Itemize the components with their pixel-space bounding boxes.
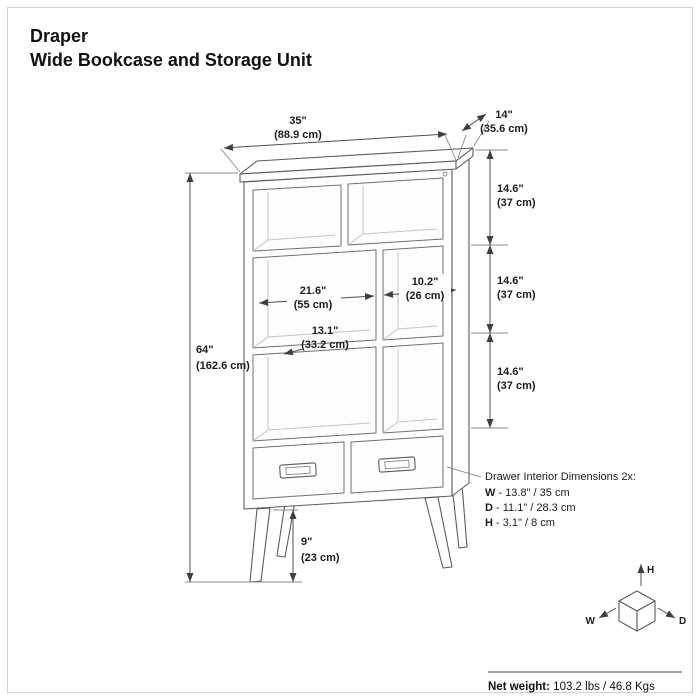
dim-shelf-width-cm: (33.2 cm) xyxy=(301,339,349,351)
dim-leg-height: 9" (23 cm) xyxy=(273,509,340,582)
product-title-line2: Wide Bookcase and Storage Unit xyxy=(30,50,312,70)
dim-section-middle-cm: (37 cm) xyxy=(497,289,536,301)
dim-opening-width-cm: (55 cm) xyxy=(294,299,333,311)
net-weight-footer: Net weight: 103.2 lbs / 46.8 Kgs xyxy=(488,671,682,693)
drawer-dimensions-note: Drawer Interior Dimensions 2x: W - 13.8"… xyxy=(446,466,636,529)
product-title-line1: Draper xyxy=(30,26,89,46)
opening-top-left xyxy=(252,184,342,252)
dim-section-bottom-cm: (37 cm) xyxy=(497,380,536,392)
axis-label-depth: D xyxy=(679,616,686,627)
drawer-note-width: W - 13.8" / 35 cm xyxy=(485,487,570,499)
bookcase-leg-front-right xyxy=(424,496,453,569)
opening-bottom-left xyxy=(252,346,377,442)
dim-top-width-in: 35" xyxy=(289,115,306,127)
dim-cubby-width: 10.2" (26 cm) xyxy=(383,274,457,302)
dim-top-depth-in: 14" xyxy=(495,109,512,121)
drawer-note-heading: Drawer Interior Dimensions 2x: xyxy=(485,471,636,483)
axis-label-height: H xyxy=(647,565,654,576)
drawer-pull-right xyxy=(378,456,416,473)
dim-section-bottom-in: 14.6" xyxy=(497,366,524,378)
dim-top-width: 35" (88.9 cm) xyxy=(220,115,457,173)
dim-opening-width-in: 21.6" xyxy=(300,285,327,297)
dim-top-depth: 14" (35.6 cm) xyxy=(457,109,528,159)
dim-top-width-cm: (88.9 cm) xyxy=(274,129,322,141)
orientation-cube-icon: H W D xyxy=(586,564,686,632)
dim-leg-height-in: 9" xyxy=(301,536,312,548)
bookcase-top-side-edge xyxy=(455,147,474,170)
drawer-pull-left xyxy=(279,462,317,479)
bookcase-leg-front-left xyxy=(249,507,271,583)
dim-shelf-width-in: 13.1" xyxy=(312,325,339,337)
dim-cubby-width-cm: (26 cm) xyxy=(406,290,445,302)
drawer-note-height: H - 3.1" / 8 cm xyxy=(485,517,555,529)
opening-top-right xyxy=(347,177,444,246)
dim-total-height: 64" (162.6 cm) xyxy=(185,172,302,583)
dim-opening-width: 21.6" (55 cm) xyxy=(258,282,375,311)
bookcase-side-panel xyxy=(451,155,470,497)
net-weight-text: Net weight: 103.2 lbs / 46.8 Kgs xyxy=(488,681,655,693)
axis-label-width: W xyxy=(586,616,596,627)
drawer-note-depth: D - 11.1" / 28.3 cm xyxy=(485,502,576,514)
bookcase-drawing xyxy=(239,147,474,583)
dim-right-sections: 14.6" (37 cm) 14.6" (37 cm) 14.6" (37 cm… xyxy=(471,149,536,429)
dim-shelf-width: 13.1" (33.2 cm) xyxy=(283,325,349,356)
dim-top-depth-cm: (35.6 cm) xyxy=(480,123,528,135)
dim-total-height-cm: (162.6 cm) xyxy=(196,360,250,372)
dim-total-height-in: 64" xyxy=(196,344,213,356)
dim-cubby-width-in: 10.2" xyxy=(412,276,439,288)
dim-section-middle-in: 14.6" xyxy=(497,275,524,287)
dim-leg-height-cm: (23 cm) xyxy=(301,552,340,564)
product-title: Draper Wide Bookcase and Storage Unit xyxy=(30,24,312,72)
dim-section-top-cm: (37 cm) xyxy=(497,197,536,209)
cam-detail xyxy=(442,171,448,177)
dim-section-top-in: 14.6" xyxy=(497,183,524,195)
